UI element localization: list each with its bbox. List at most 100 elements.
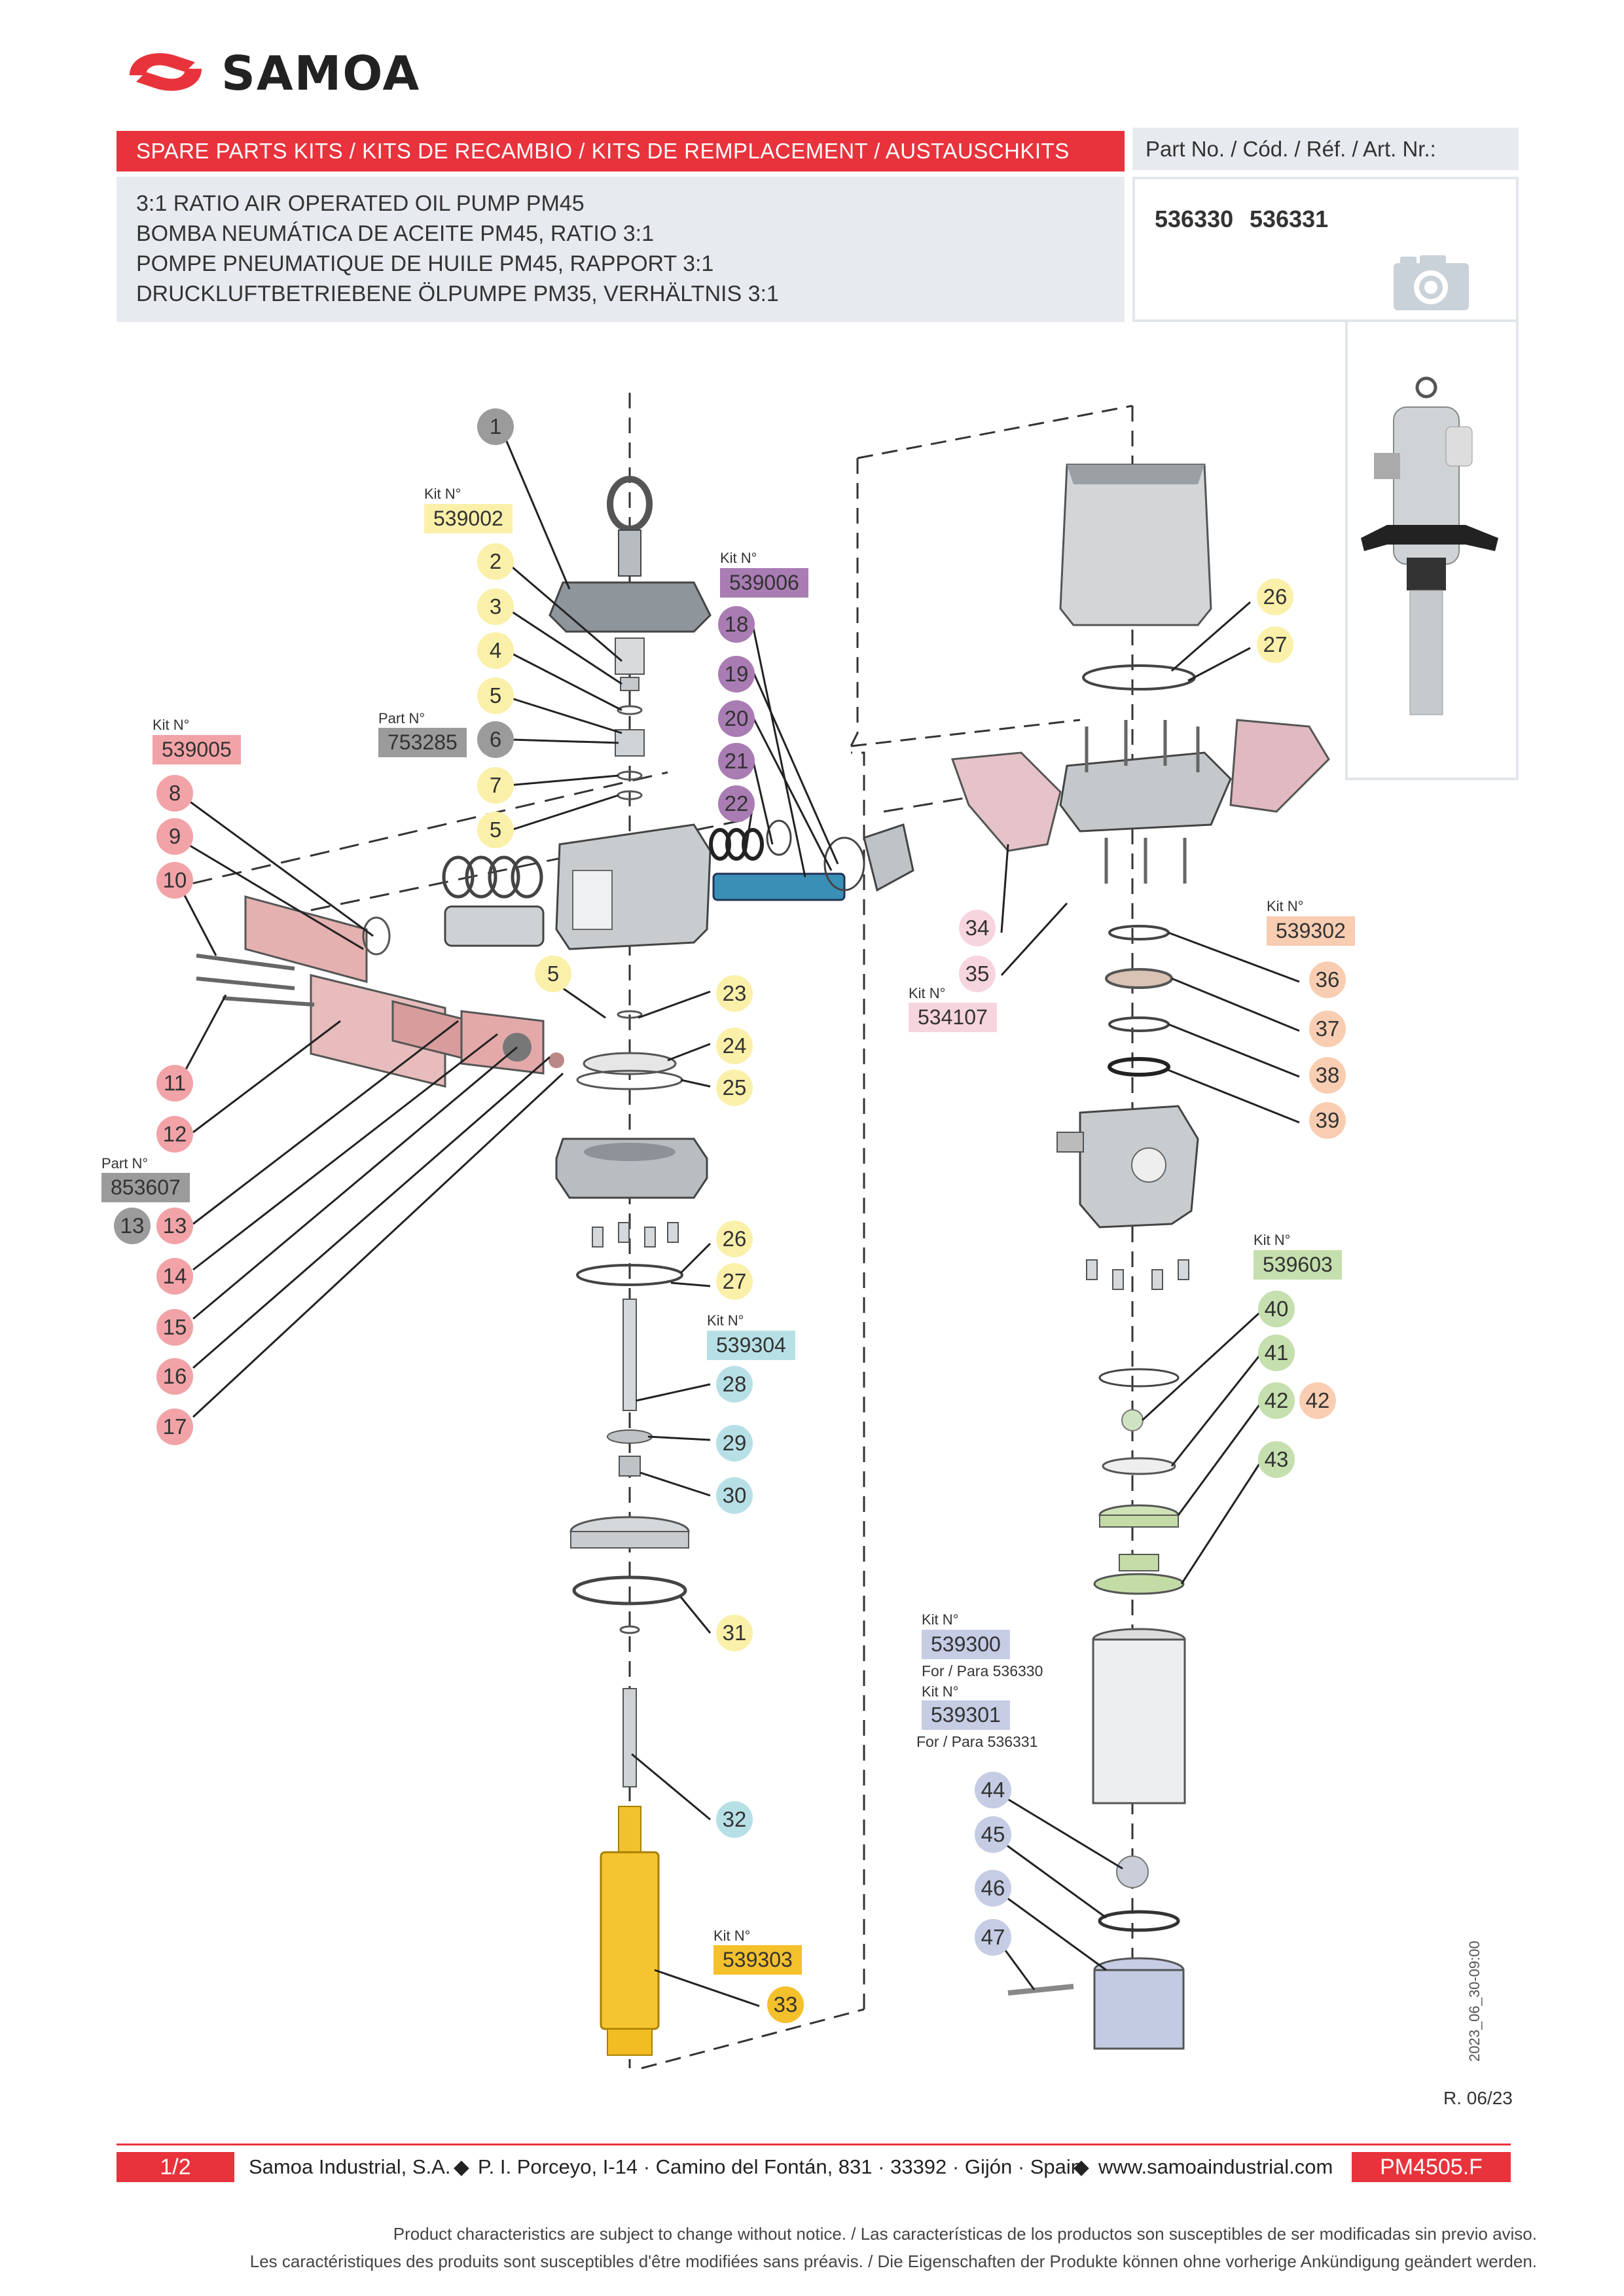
description-line-de: DRUCKLUFTBETRIEBENE ÖLPUMPE PM35, VERHÄL… — [136, 281, 779, 306]
brand-logo: SAMOA — [117, 39, 470, 105]
kit-539302-number: 539302 — [1267, 916, 1355, 946]
footer-address: P. I. Porceyo, I-14 · Camino del Fontán,… — [478, 2155, 1083, 2178]
callout: 4 — [477, 632, 514, 669]
page-number: 1/2 — [117, 2152, 234, 2182]
part-853607-number: 853607 — [101, 1173, 190, 1202]
kit-539300-label: Kit N° — [922, 1611, 959, 1628]
callout: 20 — [718, 700, 755, 737]
date-stamp: 2023_06_30-09:00 — [1466, 1941, 1483, 2062]
diamond-icon: ◆ — [454, 2155, 469, 2178]
partno-value-1: 536330 — [1155, 206, 1234, 232]
callout: 37 — [1309, 1011, 1346, 1047]
partno-value-box: 536330 536331 — [1132, 177, 1519, 322]
callout: 18 — [718, 606, 755, 643]
callout: 29 — [716, 1425, 753, 1462]
callout: 5 — [535, 956, 571, 992]
samoa-logo-icon — [130, 53, 202, 91]
doc-code: PM4505.F — [1352, 2152, 1511, 2182]
callout: 12 — [156, 1116, 193, 1153]
callout: 7 — [477, 767, 514, 804]
callout: 41 — [1258, 1335, 1295, 1371]
kit-539301-number: 539301 — [922, 1700, 1010, 1730]
callout: 10 — [156, 862, 193, 899]
callout: 36 — [1309, 961, 1346, 998]
callout: 26 — [716, 1221, 753, 1257]
revision: R. 06/23 — [1443, 2088, 1513, 2108]
kit-539303-label: Kit N° — [713, 1928, 751, 1944]
callout: 8 — [156, 775, 193, 812]
kit-539603-number: 539603 — [1254, 1250, 1342, 1280]
callout: 25 — [716, 1069, 753, 1106]
kit-539304-label: Kit N° — [707, 1312, 744, 1329]
brand-name: SAMOA — [221, 46, 421, 101]
callout: 30 — [716, 1477, 753, 1514]
partno-label-box: Part No. / Cód. / Réf. / Art. Nr.: — [1132, 128, 1519, 170]
kit-539006-label: Kit N° — [720, 550, 757, 566]
callout: 46 — [975, 1870, 1011, 1907]
callout: 9 — [156, 818, 193, 855]
kit-539002-number: 539002 — [424, 504, 513, 533]
callout: 32 — [716, 1801, 753, 1838]
kit-539002-label: Kit N° — [424, 486, 461, 502]
callout: 17 — [156, 1408, 193, 1445]
kit-539005-label: Kit N° — [153, 717, 190, 733]
partno-value-2: 536331 — [1250, 206, 1329, 232]
description-line-es: BOMBA NEUMÁTICA DE ACEITE PM45, RATIO 3:… — [136, 221, 655, 246]
callout: 40 — [1258, 1291, 1295, 1327]
callout: 39 — [1309, 1102, 1346, 1139]
callout: 3 — [477, 588, 514, 625]
description-line-en: 3:1 RATIO AIR OPERATED OIL PUMP PM45 — [136, 191, 585, 216]
camera-icon — [1394, 255, 1469, 310]
kit-539301-label: Kit N° — [922, 1683, 959, 1700]
disclaimer-line-2: Les caractéristiques des produits sont s… — [249, 2251, 1537, 2271]
callout: 42 — [1299, 1382, 1336, 1419]
part-753285-number: 753285 — [378, 728, 467, 757]
product-photo-panel — [1345, 322, 1519, 780]
callout: 44 — [975, 1772, 1011, 1808]
kit-539006-number: 539006 — [720, 568, 808, 598]
kit-539301-note: For / Para 536331 — [916, 1733, 1038, 1750]
callout: 35 — [959, 956, 996, 992]
kit-539300-number: 539300 — [922, 1630, 1010, 1659]
callout: 43 — [1258, 1441, 1295, 1478]
callout: 13 — [114, 1208, 151, 1244]
callout: 27 — [1257, 626, 1293, 663]
callout: 28 — [716, 1366, 753, 1403]
callout: 33 — [767, 1986, 804, 2023]
callout: 11 — [156, 1065, 193, 1102]
callout: 1 — [477, 408, 514, 445]
callout: 23 — [716, 975, 753, 1012]
callout: 22 — [718, 785, 755, 822]
description-line-fr: POMPE PNEUMATIQUE DE HUILE PM45, RAPPORT… — [136, 251, 714, 276]
callout: 5 — [477, 677, 514, 714]
diamond-icon: ◆ — [1074, 2155, 1089, 2178]
part-753285-label: Part N° — [378, 710, 425, 726]
kit-539302-label: Kit N° — [1267, 898, 1304, 914]
callout: 27 — [716, 1263, 753, 1300]
footer-website: www.samoaindustrial.com — [1098, 2155, 1333, 2178]
callout: 26 — [1257, 579, 1293, 615]
description-box: 3:1 RATIO AIR OPERATED OIL PUMP PM45 BOM… — [117, 177, 1125, 322]
callout: 19 — [718, 656, 755, 692]
callout: 45 — [975, 1816, 1011, 1853]
disclaimer-line-1: Product characteristics are subject to c… — [393, 2224, 1537, 2244]
callout: 6 — [477, 721, 514, 758]
callout: 47 — [975, 1919, 1011, 1956]
kit-539005-number: 539005 — [153, 735, 241, 764]
callout: 14 — [156, 1258, 193, 1295]
callout: 31 — [716, 1615, 753, 1651]
callout: 34 — [959, 910, 996, 946]
callout: 13 — [156, 1208, 193, 1244]
callout: 21 — [718, 743, 755, 780]
footer-divider — [117, 2144, 1511, 2145]
kit-539300-note: For / Para 536330 — [922, 1662, 1043, 1679]
kit-539304-number: 539304 — [707, 1331, 795, 1360]
partno-label: Part No. / Cód. / Réf. / Art. Nr.: — [1146, 136, 1436, 161]
footer-company: Samoa Industrial, S.A. — [249, 2155, 451, 2178]
spare-parts-banner: SPARE PARTS KITS / KITS DE RECAMBIO / KI… — [117, 131, 1125, 171]
callout: 2 — [477, 543, 514, 580]
callout: 5 — [477, 812, 514, 848]
callout: 15 — [156, 1309, 193, 1346]
kit-534107-number: 534107 — [909, 1003, 997, 1032]
